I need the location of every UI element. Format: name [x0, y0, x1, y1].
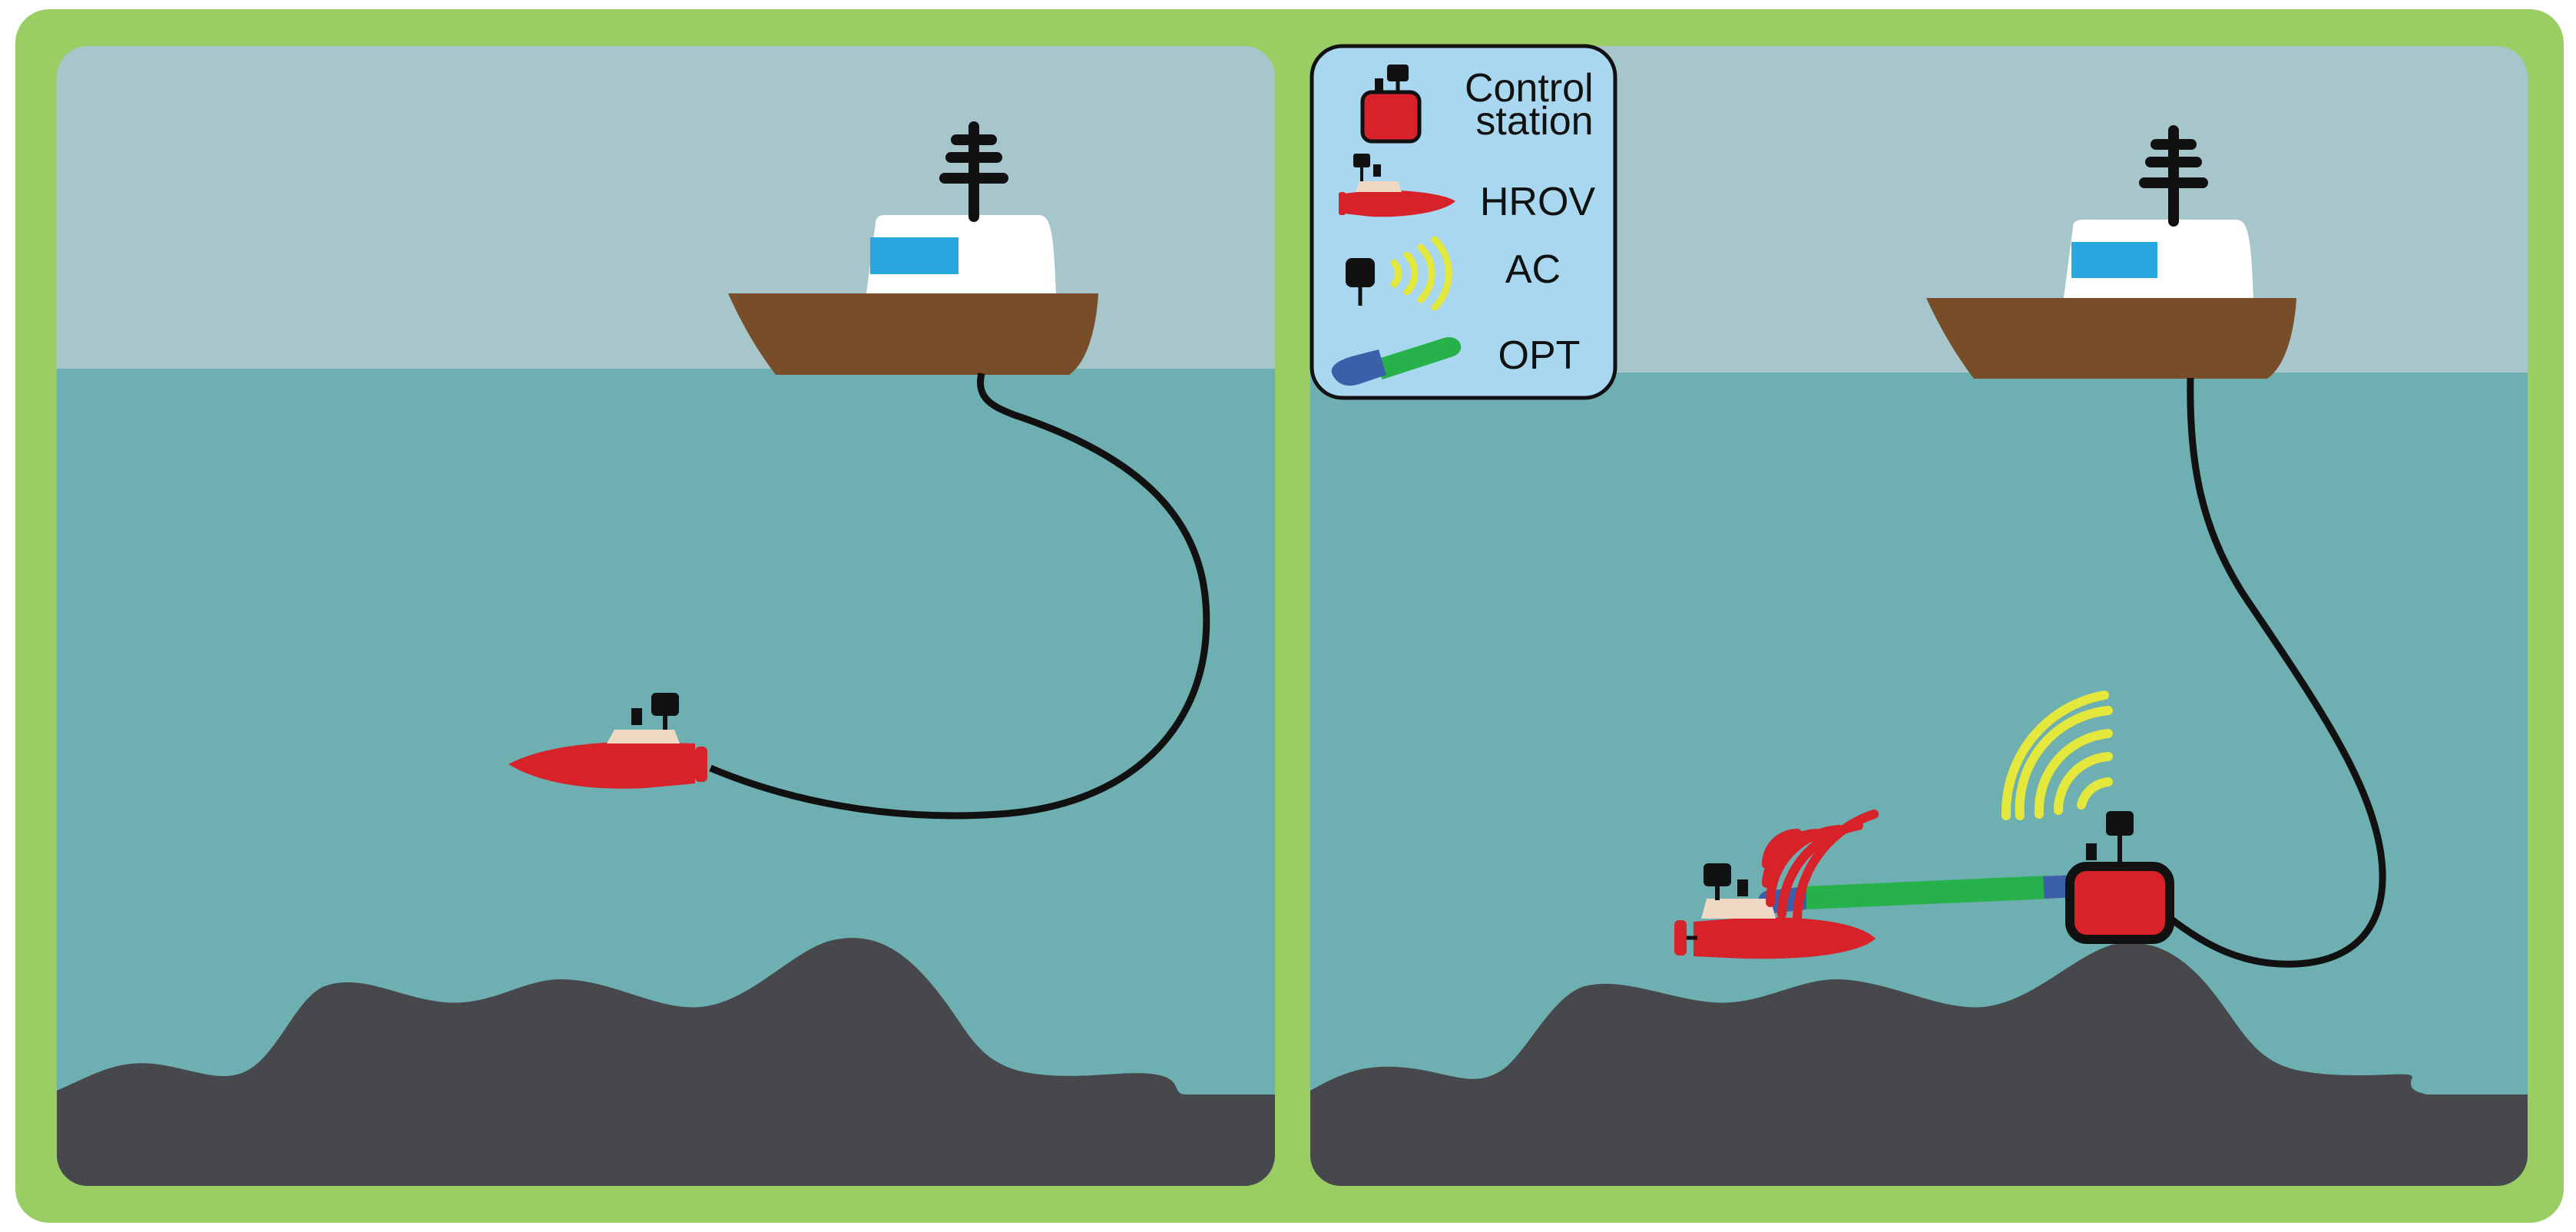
control-station — [2065, 811, 2174, 944]
control-station-camera-large — [2106, 811, 2134, 836]
hrov-top — [607, 730, 680, 744]
station-acoustic-waves — [2001, 691, 2113, 820]
ship-window — [2071, 242, 2157, 278]
ship-cabin — [2064, 220, 2253, 298]
optical-link-green — [1805, 876, 2051, 909]
hrov-camera-large — [1704, 863, 1731, 886]
hrov-vehicle — [1674, 863, 1876, 959]
control-station-body — [2065, 862, 2174, 944]
hrov-icon — [1339, 154, 1455, 217]
optical-link-icon — [1331, 336, 1462, 386]
legend-label-opt: OPT — [1498, 333, 1581, 378]
legend: Control station HROV AC — [1310, 44, 1617, 400]
seabed — [1310, 942, 2528, 1186]
legend-label-ac: AC — [1505, 247, 1561, 292]
hrov-camera-large — [651, 693, 679, 716]
legend-label-control-station: Control station — [1465, 66, 1604, 144]
hrov-body — [1694, 917, 1876, 959]
ship — [1926, 125, 2296, 379]
acoustic-modem-icon — [1346, 236, 1452, 311]
hrov-vehicle — [508, 693, 707, 789]
ship-mast — [2139, 125, 2208, 227]
hrov-acoustic-waves — [1762, 810, 1879, 926]
left-panel — [57, 46, 1275, 1186]
tether-cable — [2167, 377, 2386, 968]
hrov-camera-small — [1737, 879, 1748, 896]
hrov-thruster — [695, 747, 707, 782]
hrov-body — [508, 741, 695, 789]
control-station-camera-small — [2086, 843, 2097, 860]
legend-label-hrov: HROV — [1480, 180, 1596, 224]
tether-cable — [709, 372, 1210, 820]
ship-mast — [939, 121, 1008, 222]
control-station-icon — [1360, 65, 1422, 144]
hrov-top — [1701, 899, 1776, 919]
ship-window — [870, 237, 959, 274]
seabed — [57, 938, 1275, 1186]
hrov-thruster — [1674, 920, 1687, 955]
ship-hull — [728, 293, 1098, 375]
ship-hull — [1926, 298, 2296, 379]
ship — [728, 121, 1098, 375]
hrov-camera-small — [631, 708, 642, 725]
